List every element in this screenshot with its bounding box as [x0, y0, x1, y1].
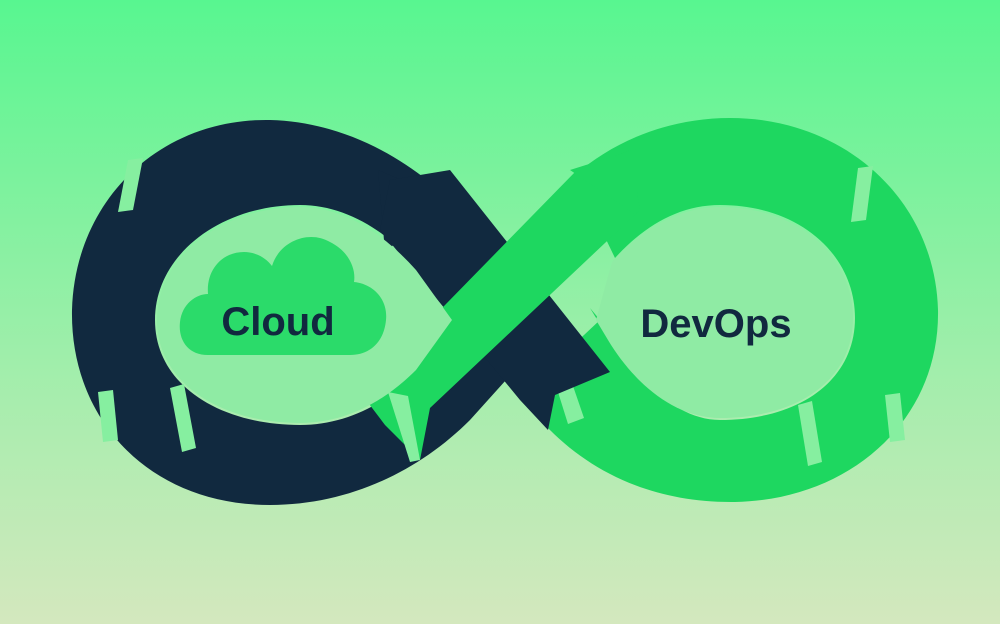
right-gap-bottom — [798, 401, 822, 466]
left-gap-bottom — [170, 384, 196, 452]
left-gap-lower — [98, 390, 118, 442]
right-gap-left — [558, 386, 584, 424]
right-gap-lower — [885, 393, 905, 442]
cloud-label: Cloud — [221, 300, 334, 344]
green-diagonal-band — [360, 150, 640, 460]
right-inner-hole — [596, 207, 853, 418]
devops-label: DevOps — [640, 302, 791, 346]
cloud-shape — [179, 236, 387, 355]
green-arrow-head — [570, 148, 640, 215]
cloud-icon — [179, 236, 387, 355]
center-crossover — [360, 148, 640, 462]
left-gap-upper — [118, 158, 143, 212]
green-band-notch — [388, 392, 420, 462]
right-gap-upper — [851, 166, 873, 222]
